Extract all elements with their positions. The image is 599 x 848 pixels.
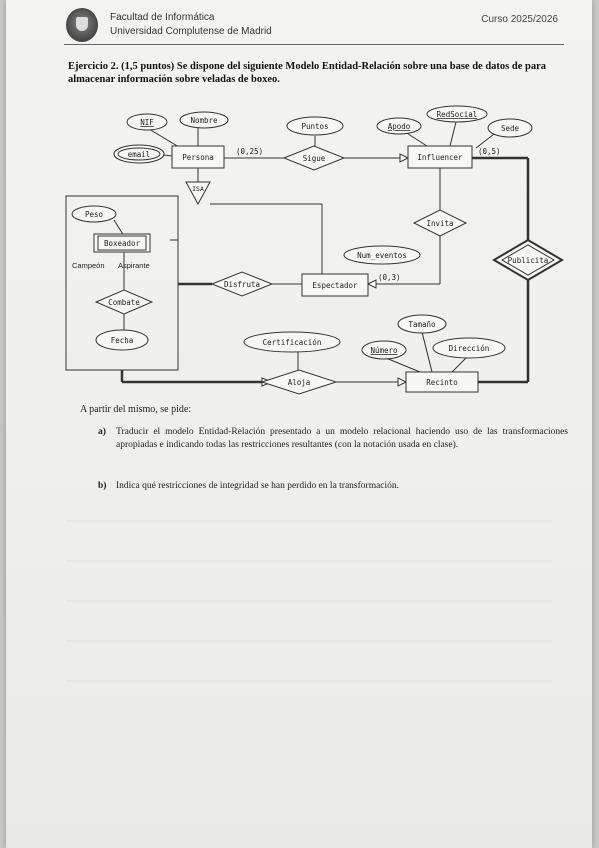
rel-sigue-label: Sigue xyxy=(303,154,326,163)
question-a: a) Traducir el modelo Entidad-Relación p… xyxy=(98,426,568,451)
exam-page: Facultad de Informática Universidad Comp… xyxy=(6,0,592,848)
exercise-text: Se dispone del siguiente Modelo Entidad-… xyxy=(68,61,546,85)
entity-persona xyxy=(171,145,225,169)
attr-direccion xyxy=(432,337,506,359)
university-crest-icon xyxy=(66,8,98,42)
attr-sede xyxy=(487,118,533,138)
attr-fecha xyxy=(95,329,149,351)
attr-redsocial-label: RedSocial xyxy=(437,110,478,119)
attr-puntos-label: Puntos xyxy=(301,122,328,131)
subclass-aspirante: Aspirante xyxy=(118,261,150,270)
question-b-text: Indica qué restricciones de integridad s… xyxy=(116,481,400,491)
entity-persona-label: Persona xyxy=(182,153,214,162)
attr-peso xyxy=(71,205,117,223)
line-numero xyxy=(385,357,421,373)
faculty-name: Facultad de Informática xyxy=(110,12,215,23)
isa-triangle xyxy=(185,181,211,206)
question-b: b) Indica qué restricciones de integrida… xyxy=(98,480,568,493)
entity-influencer xyxy=(407,145,473,169)
arrow-espectador-icon xyxy=(366,279,377,289)
rel-aloja xyxy=(260,369,338,395)
rel-invita-label: Invita xyxy=(426,219,453,228)
attr-numeventos-label: Num_eventos xyxy=(357,251,407,260)
subclass-campeon: Campeón xyxy=(72,261,105,270)
attr-numeventos xyxy=(343,245,421,265)
question-a-text: Traducir el modelo Entidad-Relación pres… xyxy=(116,427,568,450)
entity-recinto-label: Recinto xyxy=(426,378,458,387)
attr-nombre-label: Nombre xyxy=(190,116,218,125)
entity-influencer-label: Influencer xyxy=(417,153,463,162)
attr-certificacion xyxy=(243,331,341,353)
line-direccion xyxy=(451,355,469,373)
entity-recinto xyxy=(405,371,479,393)
attr-sede-label: Sede xyxy=(501,124,520,133)
attr-apodo-label: Apodo xyxy=(388,122,411,131)
entity-boxeador-label: Boxeador xyxy=(104,239,141,248)
attr-nif-label: NIF xyxy=(140,118,154,127)
rel-disfruta-label: Disfruta xyxy=(224,280,260,289)
page-header: Facultad de Informática Universidad Comp… xyxy=(6,0,592,46)
rel-combate xyxy=(94,289,154,315)
attr-numero xyxy=(361,340,407,360)
attr-peso-label: Peso xyxy=(85,210,104,219)
attr-numero-label: Número xyxy=(370,346,398,355)
entity-espectador xyxy=(301,273,369,297)
attr-certificacion-label: Certificación xyxy=(263,338,322,347)
attr-nombre xyxy=(179,111,229,129)
rel-combate-label: Combate xyxy=(108,298,140,307)
card-influencer-sigue: (0,5) xyxy=(478,147,501,156)
isa-label: ISA xyxy=(192,185,204,193)
exercise-heading: Ejercicio 2. (1,5 puntos) xyxy=(68,61,175,72)
attr-fecha-label: Fecha xyxy=(111,336,134,345)
line-email xyxy=(163,154,173,157)
card-persona-sigue: (0,25) xyxy=(236,147,263,156)
rel-publicita-label: Publicita xyxy=(508,256,549,265)
attr-apodo xyxy=(376,117,422,135)
intro-text: A partir del mismo, se pide: xyxy=(80,404,192,415)
entity-espectador-label: Espectador xyxy=(312,281,358,290)
rel-sigue xyxy=(282,145,346,171)
arrow-influencer-icon xyxy=(399,153,410,163)
university-name: Universidad Complutense de Madrid xyxy=(110,26,272,37)
line-tamano xyxy=(421,331,433,373)
exercise-statement: Ejercicio 2. (1,5 puntos) Se dispone del… xyxy=(68,60,568,86)
arrow-recinto-icon xyxy=(397,377,408,387)
attr-direccion-label: Dirección xyxy=(449,344,490,353)
line-sede xyxy=(475,133,495,149)
question-a-label: a) xyxy=(98,427,106,437)
header-divider xyxy=(64,44,564,45)
er-diagram: Persona Influencer Boxeador Espectador R… xyxy=(65,105,564,395)
attr-email-label: email xyxy=(128,150,151,159)
bleed-through-line xyxy=(66,520,552,522)
line-peso xyxy=(113,219,125,237)
line-redsocial xyxy=(449,121,457,147)
attr-puntos xyxy=(286,116,344,136)
attr-tamano xyxy=(397,314,447,334)
attr-redsocial xyxy=(426,105,488,123)
rel-disfruta xyxy=(210,271,274,297)
course-year: Curso 2025/2026 xyxy=(481,14,558,25)
attr-tamano-label: Tamaño xyxy=(408,320,436,329)
card-espectador-invita: (0,3) xyxy=(378,273,401,282)
rel-aloja-label: Aloja xyxy=(288,378,311,387)
question-b-label: b) xyxy=(98,481,107,491)
rel-invita xyxy=(412,209,468,237)
attr-nif xyxy=(126,113,168,131)
